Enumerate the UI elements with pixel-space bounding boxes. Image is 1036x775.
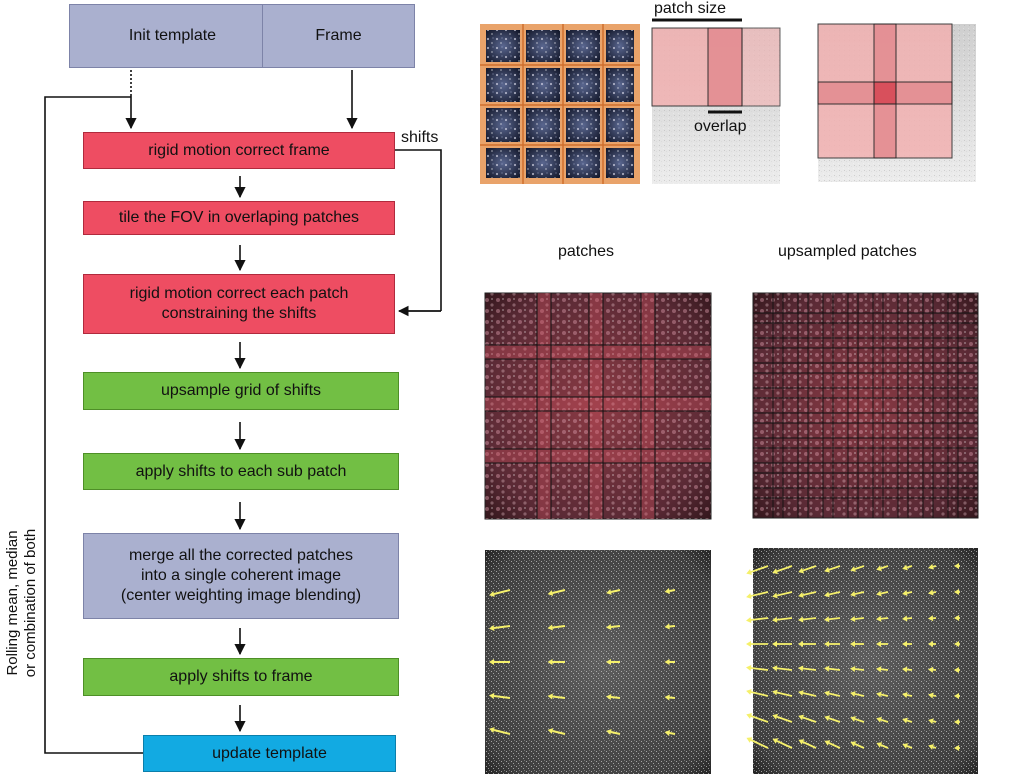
update-template-box: update template	[143, 735, 396, 772]
rigid-frame-box: rigid motion correct frame	[83, 132, 395, 169]
patches-label: patches	[558, 243, 615, 260]
upsampled-patches-figure	[752, 292, 979, 519]
patches-figure	[484, 292, 712, 520]
update-template-label: update template	[212, 744, 327, 762]
merge-box: merge all the corrected patches into a s…	[83, 533, 399, 619]
rigid-patch-box: rigid motion correct each patch constrai…	[83, 274, 395, 334]
apply-frame-label: apply shifts to frame	[169, 668, 313, 685]
tile-fov-label: tile the FOV in overlaping patches	[118, 209, 360, 226]
frame-box: Frame	[262, 4, 415, 68]
shifts-connector	[395, 149, 442, 311]
upsampled-patches-label: upsampled patches	[778, 243, 917, 260]
tile-fov-box: tile the FOV in overlaping patches	[83, 201, 395, 235]
overlap-label: overlap	[694, 118, 747, 135]
rigid-patch-label-1: rigid motion correct each patch	[129, 285, 349, 302]
frame-label: Frame	[315, 27, 362, 44]
upsample-box: upsample grid of shifts	[83, 372, 399, 410]
rigid-patch-label-2: constraining the shifts	[161, 305, 317, 322]
overlap-cross-figure	[817, 23, 976, 182]
tiled-fov-figure	[480, 24, 640, 184]
patch-size-label: patch size	[654, 0, 727, 17]
apply-sub-label: apply shifts to each sub patch	[135, 462, 347, 480]
merge-label-3: (center weighting image blending)	[120, 587, 362, 604]
init-template-box: Init template	[69, 4, 276, 68]
feedback-loop-line	[44, 96, 143, 754]
merge-label-2: into a single coherent image	[140, 567, 342, 584]
merge-label-1: merge all the corrected patches	[128, 547, 354, 564]
upsample-label: upsample grid of shifts	[160, 382, 322, 399]
patch-overlap-figure	[651, 18, 781, 184]
upsampled-vectors-figure	[746, 548, 978, 774]
apply-sub-box: apply shifts to each sub patch	[83, 453, 399, 490]
shift-vectors-figure	[485, 550, 711, 774]
init-template-label: Init template	[128, 27, 217, 44]
rigid-frame-label: rigid motion correct frame	[148, 141, 330, 159]
apply-frame-box: apply shifts to frame	[83, 658, 399, 696]
shifts-label: shifts	[401, 129, 439, 146]
